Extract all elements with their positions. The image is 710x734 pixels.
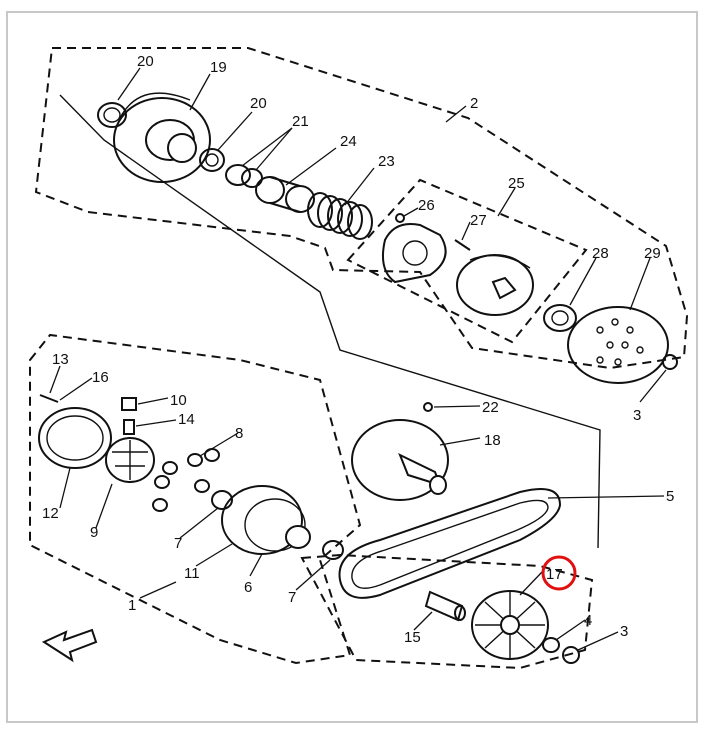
part-10-collar [121, 397, 137, 411]
callout-3-upper: 3 [633, 407, 641, 424]
part-28-washer [543, 304, 577, 332]
callout-labels: 1 2 3 3 4 5 6 7 7 8 9 10 11 12 13 14 15 … [42, 53, 674, 646]
part-13-bolt [39, 394, 59, 403]
part-7-collar-right [322, 540, 344, 560]
part-20-collar-right [199, 148, 225, 172]
callout-25: 25 [508, 175, 525, 192]
callout-11: 11 [184, 565, 200, 582]
highlight-circle-17 [541, 555, 577, 591]
callout-24: 24 [340, 133, 357, 150]
part-8-weight-rollers [152, 448, 220, 512]
callout-4: 4 [584, 612, 592, 629]
callout-15: 15 [404, 629, 421, 646]
front-arrow-icon [41, 628, 98, 663]
part-25-plate [382, 223, 447, 284]
callout-20-right: 20 [250, 95, 267, 112]
part-20-collar-left [97, 102, 127, 128]
leader-lines [49, 67, 667, 651]
callout-7-left: 7 [174, 535, 182, 552]
part-19-sliding-sheave [113, 92, 211, 183]
part-22-bolt [423, 402, 433, 412]
callout-2: 2 [470, 95, 478, 112]
callout-8: 8 [235, 425, 243, 442]
part-9-cam-plate [105, 437, 155, 483]
callout-7-right: 7 [288, 589, 296, 606]
callout-21: 21 [292, 113, 309, 130]
callout-3-lower: 3 [620, 623, 628, 640]
callout-9: 9 [90, 524, 98, 541]
part-17-primary-fixed-sheave [471, 590, 549, 660]
part-26-bolt [395, 213, 405, 223]
callout-16: 16 [92, 369, 109, 386]
belt-group-outline [59, 94, 601, 549]
callout-5: 5 [666, 488, 674, 505]
part-29-clutch-housing [567, 306, 669, 384]
callout-29: 29 [644, 245, 661, 262]
callout-19: 19 [210, 59, 227, 76]
callout-1: 1 [128, 597, 136, 614]
part-21-o-rings [225, 164, 263, 188]
part-24-spring-seat [255, 176, 315, 213]
part-5-v-belt [338, 488, 562, 599]
callout-12: 12 [42, 505, 59, 522]
part-3-nut-lower [562, 646, 580, 664]
assembly-2-boundary [34, 47, 689, 370]
callout-23: 23 [378, 153, 395, 170]
part-14-slider [123, 419, 135, 435]
callout-14: 14 [178, 411, 195, 428]
callout-6: 6 [244, 579, 252, 596]
part-27-pin [454, 239, 471, 251]
callout-10: 10 [170, 392, 187, 409]
part-3-nut-upper [662, 354, 678, 370]
callout-18: 18 [484, 432, 501, 449]
callout-20-left: 20 [137, 53, 154, 70]
part-12-cover-ring [38, 407, 112, 469]
callout-28: 28 [592, 245, 609, 262]
callout-26: 26 [418, 197, 435, 214]
part-7-collar-left [211, 490, 233, 510]
assembly-25-boundary [346, 178, 588, 344]
callout-22: 22 [482, 399, 499, 416]
assembly-1-boundary [29, 333, 362, 665]
part-25-clutch-shoe [456, 254, 534, 316]
part-15-shaft-collar [424, 590, 466, 622]
diagram-frame [6, 11, 698, 723]
part-4-washer [542, 637, 560, 653]
callout-17: 17 [546, 566, 563, 583]
part-18-fixed-sheave [351, 419, 449, 501]
part-23-compression-spring [307, 192, 373, 240]
callout-13: 13 [52, 351, 69, 368]
callout-27: 27 [470, 212, 487, 229]
part-11-movable-sheave [221, 485, 311, 555]
